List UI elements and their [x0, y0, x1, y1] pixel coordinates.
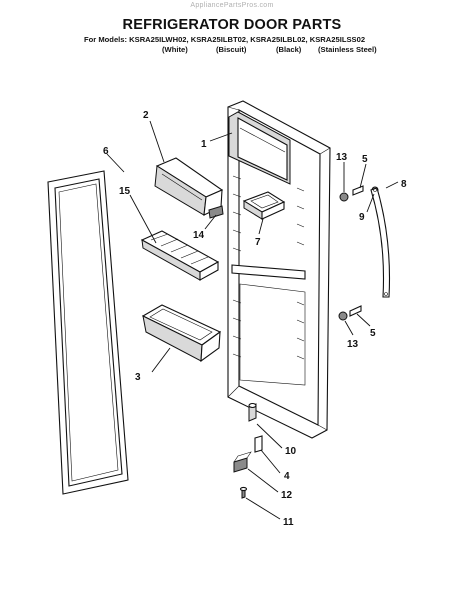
callout-3: 3	[135, 372, 141, 383]
door-gasket	[47, 170, 129, 495]
callout-labels: 1 2 3 4 5 5 6 7 8 9 10 11 12 13 13 14 15	[103, 110, 407, 528]
callout-5-upper: 5	[362, 154, 368, 165]
door-bin	[141, 304, 222, 363]
callout-11: 11	[283, 517, 294, 528]
variant-white: (White)	[162, 45, 188, 54]
callout-1: 1	[201, 139, 207, 150]
dairy-door-hinge	[208, 205, 224, 219]
variant-stainless-steel: (Stainless Steel)	[318, 45, 377, 54]
lower-handle-fasteners	[338, 305, 362, 321]
variant-biscuit: (Biscuit)	[216, 45, 247, 54]
variant-black: (Black)	[276, 45, 302, 54]
model-variants: (White) (Biscuit) (Black) (Stainless Ste…	[0, 45, 464, 55]
hinge-screw	[239, 486, 248, 499]
dairy-door	[154, 157, 224, 216]
watermark: AppliancePartsPros.com	[190, 2, 274, 9]
callout-8: 8	[401, 179, 407, 190]
callout-15: 15	[119, 186, 131, 197]
callout-13-upper: 13	[336, 152, 348, 163]
egg-tray	[140, 230, 220, 281]
diagram-title: REFRIGERATOR DOOR PARTS	[122, 17, 342, 33]
callout-2: 2	[143, 110, 149, 121]
callout-4: 4	[284, 471, 290, 482]
leader-lines	[106, 120, 399, 520]
callout-14: 14	[193, 230, 205, 241]
callout-6: 6	[103, 146, 109, 157]
callout-12: 12	[281, 490, 293, 501]
callout-13-lower: 13	[347, 339, 359, 350]
small-door-shelf	[242, 191, 286, 220]
callout-10: 10	[285, 446, 297, 457]
callout-9: 9	[359, 212, 365, 223]
door-handle	[370, 187, 391, 298]
models-line: For Models: KSRA25ILWH02, KSRA25ILBT02, …	[84, 35, 366, 44]
callout-5-lower: 5	[370, 328, 376, 339]
hinge-bushing	[248, 402, 257, 422]
callout-7: 7	[255, 237, 261, 248]
door-liner	[227, 100, 331, 439]
bottom-hinge	[233, 435, 263, 473]
